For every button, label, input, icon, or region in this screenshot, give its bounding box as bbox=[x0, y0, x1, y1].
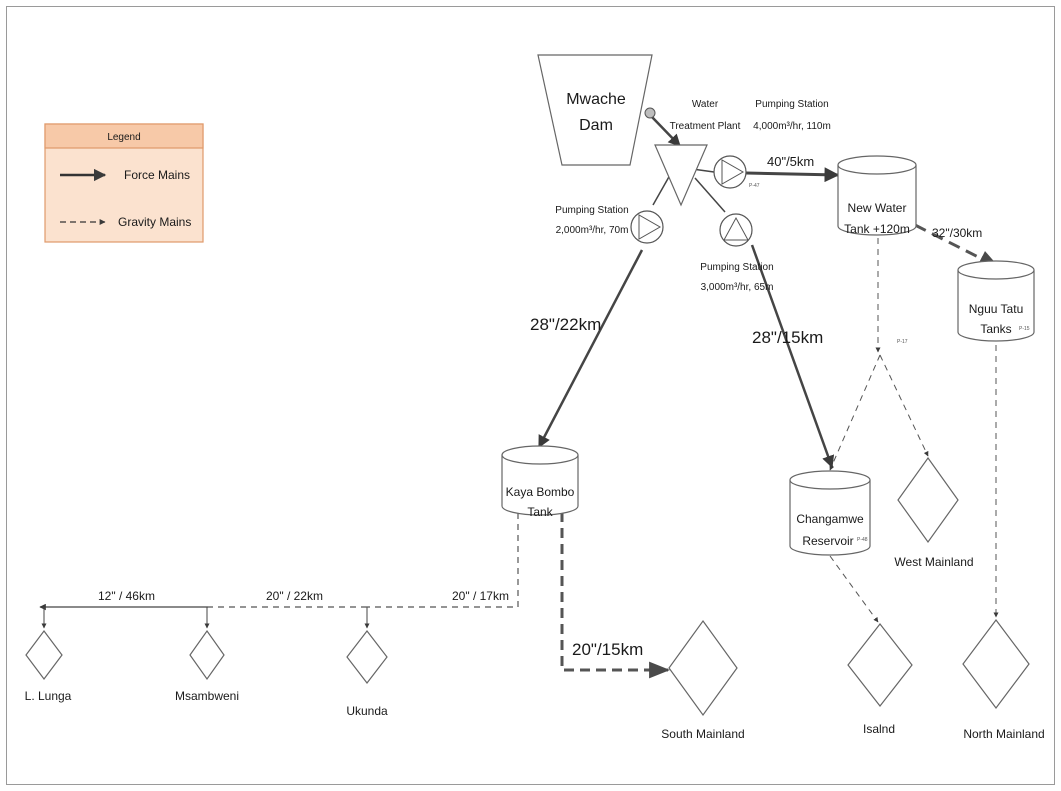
right-pump: Pumping Station 3,000m³/hr, 65m bbox=[700, 213, 774, 293]
changamwe-tag: P-48 bbox=[857, 537, 868, 543]
changamwe-top bbox=[789, 470, 871, 490]
left-pump-spec: 2,000m³/hr, 70m bbox=[556, 225, 629, 236]
zone-south-label: South Mainland bbox=[661, 727, 744, 741]
dam-label-2: Dam bbox=[579, 117, 613, 134]
zone-lunga-label: L. Lunga bbox=[25, 689, 72, 703]
right-pump-symbol bbox=[719, 213, 753, 247]
new-water-tank-label-2: Tank +120m bbox=[844, 222, 910, 236]
zone-south-diamond bbox=[668, 619, 738, 717]
nguu-tatu-label-1: Nguu Tatu bbox=[969, 302, 1024, 316]
nguu-tatu-tag: P-15 bbox=[1019, 326, 1030, 332]
changamwe-reservoir: Changamwe Reservoir P-48 bbox=[789, 470, 871, 556]
main-pump-symbol bbox=[713, 155, 747, 189]
nguu-tatu-label-2: Tanks bbox=[980, 322, 1011, 336]
nguu-tatu-body bbox=[957, 270, 1035, 342]
new-water-tank-top bbox=[837, 155, 917, 175]
wtp-to-left-pump bbox=[652, 174, 671, 206]
water-treatment-plant: Water Treatment Plant bbox=[654, 99, 741, 207]
main-pump-spec: 4,000m³/hr, 110m bbox=[753, 121, 831, 132]
zone-west-mainland: West Mainland bbox=[894, 456, 974, 569]
new-water-tank: New Water Tank +120m bbox=[837, 155, 917, 236]
dam-shape bbox=[537, 54, 653, 166]
kaya-bombo-top bbox=[501, 445, 579, 465]
legend-title: Legend bbox=[107, 132, 140, 143]
wtp-label-2: Treatment Plant bbox=[670, 121, 741, 132]
dam-outlet-valve bbox=[644, 107, 656, 119]
zone-north-mainland: North Mainland bbox=[962, 619, 1045, 741]
kaya-bombo-tank: Kaya Bombo Tank bbox=[501, 445, 579, 519]
main-pump: P-47 Pumping Station 4,000m³/hr, 110m bbox=[713, 99, 831, 189]
zone-island-diamond bbox=[847, 623, 913, 707]
changamwe-label-1: Changamwe bbox=[796, 512, 864, 526]
dam-to-wtp-pipe bbox=[651, 116, 681, 147]
pipe-20in-22km-label: 20" / 22km bbox=[266, 589, 323, 603]
left-pump: Pumping Station 2,000m³/hr, 70m bbox=[555, 205, 664, 244]
pipe-32in bbox=[914, 223, 1000, 269]
main-pump-arrow bbox=[721, 159, 745, 185]
zone-south-mainland: South Mainland bbox=[661, 619, 745, 741]
zone-west-label: West Mainland bbox=[894, 555, 973, 569]
left-pump-arrow bbox=[638, 214, 662, 240]
dam-label-1: Mwache bbox=[566, 91, 626, 108]
legend-gravity-label: Gravity Mains bbox=[118, 215, 191, 229]
zone-msambweni-label: Msambweni bbox=[175, 689, 239, 703]
left-pump-title: Pumping Station bbox=[555, 205, 628, 216]
kaya-bombo-label-2: Tank bbox=[527, 505, 553, 519]
junction-to-changamwe bbox=[829, 354, 881, 471]
new-water-tank-label-1: New Water bbox=[848, 201, 907, 215]
left-pump-symbol bbox=[630, 210, 664, 244]
wtp-label-1: Water bbox=[692, 99, 719, 110]
junction-tag: P-17 bbox=[897, 339, 908, 345]
zone-north-label: North Mainland bbox=[963, 727, 1044, 741]
zone-island: Isalnd bbox=[847, 623, 913, 736]
zone-ukunda: Ukunda bbox=[346, 630, 388, 718]
zone-lunga: L. Lunga bbox=[25, 630, 72, 703]
changamwe-label-2: Reservoir bbox=[802, 534, 853, 548]
gravity-mains bbox=[208, 223, 1000, 679]
main-pump-tag: P-47 bbox=[749, 183, 760, 189]
pipe-20in-south bbox=[560, 512, 671, 679]
zone-north-diamond bbox=[962, 619, 1030, 709]
right-pump-spec: 3,000m³/hr, 65m bbox=[701, 282, 774, 293]
pipe-20in-17km-label: 20" / 17km bbox=[452, 589, 509, 603]
junction-to-west bbox=[879, 354, 929, 457]
kaya-bombo-label-1: Kaya Bombo bbox=[506, 485, 575, 499]
zone-msambweni: Msambweni bbox=[175, 629, 239, 703]
pipe-12in-label: 12" / 46km bbox=[98, 589, 155, 603]
wtp-triangle bbox=[654, 144, 708, 207]
changamwe-to-island bbox=[829, 555, 879, 623]
kaya-bombo-body bbox=[501, 455, 579, 516]
mwache-dam: Mwache Dam bbox=[537, 54, 656, 166]
pipe-28in-changamwe bbox=[750, 244, 835, 469]
nguu-tatu-top bbox=[957, 260, 1035, 280]
legend: Legend Force Mains Gravity Mains bbox=[44, 123, 204, 243]
pipe-28in-kaya bbox=[537, 249, 644, 449]
pipe-20in-south-label: 20"/15km bbox=[572, 640, 643, 659]
zone-msambweni-diamond bbox=[189, 629, 225, 681]
legend-force-label: Force Mains bbox=[124, 168, 190, 182]
right-pump-arrow bbox=[723, 216, 749, 241]
new-water-tank-body bbox=[837, 165, 917, 236]
pipe-28in-label-b: 28"/15km bbox=[752, 328, 823, 347]
wtp-to-right-pump bbox=[694, 177, 726, 213]
changamwe-body bbox=[789, 480, 871, 556]
right-pump-title: Pumping Station bbox=[700, 262, 773, 273]
pipe-40in-label: 40"/5km bbox=[767, 154, 814, 169]
pipe-28in-label-a: 28"/22km bbox=[530, 315, 601, 334]
zone-ukunda-diamond bbox=[346, 630, 388, 684]
nguu-tatu-tanks: Nguu Tatu Tanks P-15 bbox=[957, 260, 1035, 342]
zone-ukunda-label: Ukunda bbox=[346, 704, 388, 718]
page-frame bbox=[6, 6, 1055, 785]
zone-island-label: Isalnd bbox=[863, 722, 895, 736]
zone-west-diamond bbox=[897, 456, 959, 544]
zone-lunga-diamond bbox=[25, 630, 63, 680]
pipe-32in-label: 32"/30km bbox=[932, 226, 982, 240]
kaya-to-coast bbox=[367, 513, 519, 608]
legend-header bbox=[44, 123, 204, 149]
main-pump-title: Pumping Station bbox=[755, 99, 828, 110]
pipe-40in bbox=[745, 167, 840, 183]
